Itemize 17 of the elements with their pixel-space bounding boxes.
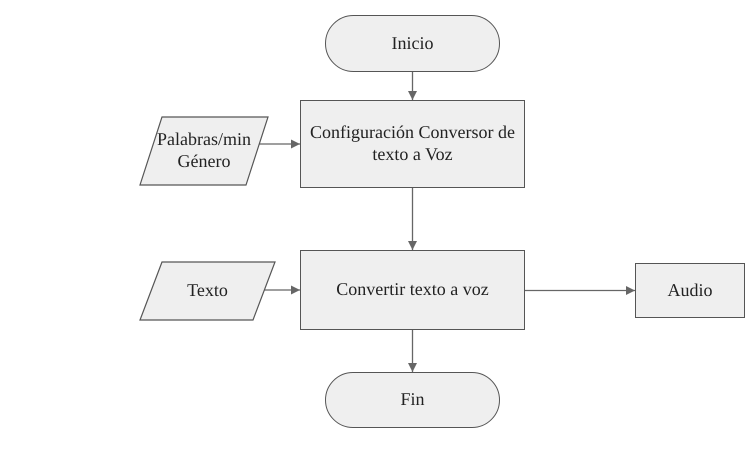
node-text: Convertir texto a voz — [336, 279, 489, 301]
node-text: Fin — [400, 389, 424, 411]
node-text: Inicio — [392, 32, 434, 54]
arrow — [408, 330, 417, 372]
arrow — [408, 72, 417, 100]
arrow — [525, 286, 635, 295]
node-text: Configuración Conversor de texto a Voz — [310, 122, 515, 166]
node-text: Texto — [187, 280, 228, 302]
input-shape — [140, 117, 268, 185]
input-shape — [140, 262, 275, 320]
process-box — [300, 100, 525, 188]
process-box — [635, 263, 745, 318]
arrow — [408, 188, 417, 250]
node-text: Audio — [668, 280, 712, 302]
arrow — [264, 286, 300, 294]
process-box — [300, 250, 525, 330]
node-text: Palabras/min Género — [156, 129, 252, 173]
